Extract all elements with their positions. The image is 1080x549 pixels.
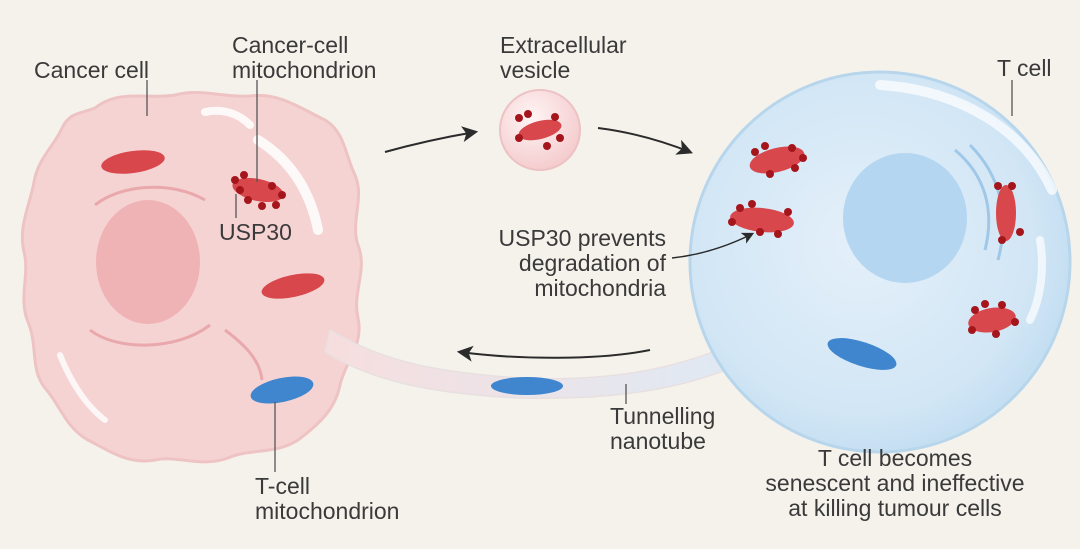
cancer-membrane-highlight	[57, 352, 108, 423]
cancer-mitochondrion	[749, 146, 805, 174]
t-cell-highlight	[875, 80, 1057, 195]
t-cell-mitochondrion-label: T-cell mitochondrion	[255, 473, 400, 524]
tunnelling-nanotube-label: Tunnelling nanotube	[610, 403, 716, 454]
t-cell-mitochondrion	[827, 338, 897, 370]
usp30-label: USP30	[219, 219, 292, 245]
transfer-arrow	[597, 127, 693, 155]
cancer-mitochondrion	[730, 207, 794, 233]
cancer-membrane-highlight	[201, 106, 254, 129]
cancer-cell-label: Cancer cell	[34, 57, 150, 83]
cancer-er	[224, 328, 264, 381]
usp30-protein	[515, 110, 564, 150]
cancer-mitochondrion	[968, 307, 1016, 333]
cancer-er	[89, 323, 211, 347]
t-cell-mitochondrion	[250, 376, 314, 404]
usp30-pointer-arrow	[671, 232, 755, 259]
t-cell-mitochondrion	[491, 377, 563, 395]
t-cell-highlight	[1026, 236, 1046, 324]
usp30-prevents-label: USP30 prevents degradation of mitochondr…	[498, 225, 666, 301]
transfer-arrow	[384, 126, 479, 153]
cancer-mitochondrion	[261, 273, 325, 299]
t-cell-nucleus	[843, 153, 967, 283]
cancer-membrane-highlight	[253, 135, 323, 235]
cancer-nucleus	[96, 200, 200, 324]
t-cell-label: T cell	[997, 55, 1052, 81]
usp30-protein	[728, 142, 1024, 338]
leader-lines	[146, 80, 1013, 472]
cancer-mitochondrion	[518, 119, 562, 141]
t-cell-er	[954, 148, 991, 251]
cancer-mitochondrion	[101, 150, 165, 174]
return-arrow	[456, 345, 651, 362]
cancer-mitochondrion-label: Cancer-cell mitochondrion	[232, 32, 377, 83]
cancer-er	[94, 185, 206, 207]
outcome-label: T cell becomes senescent and ineffective…	[765, 445, 1025, 521]
cancer-mitochondrion	[996, 185, 1016, 241]
extracellular-vesicle-label: Extracellular vesicle	[500, 32, 627, 83]
usp30-protein	[231, 171, 286, 210]
